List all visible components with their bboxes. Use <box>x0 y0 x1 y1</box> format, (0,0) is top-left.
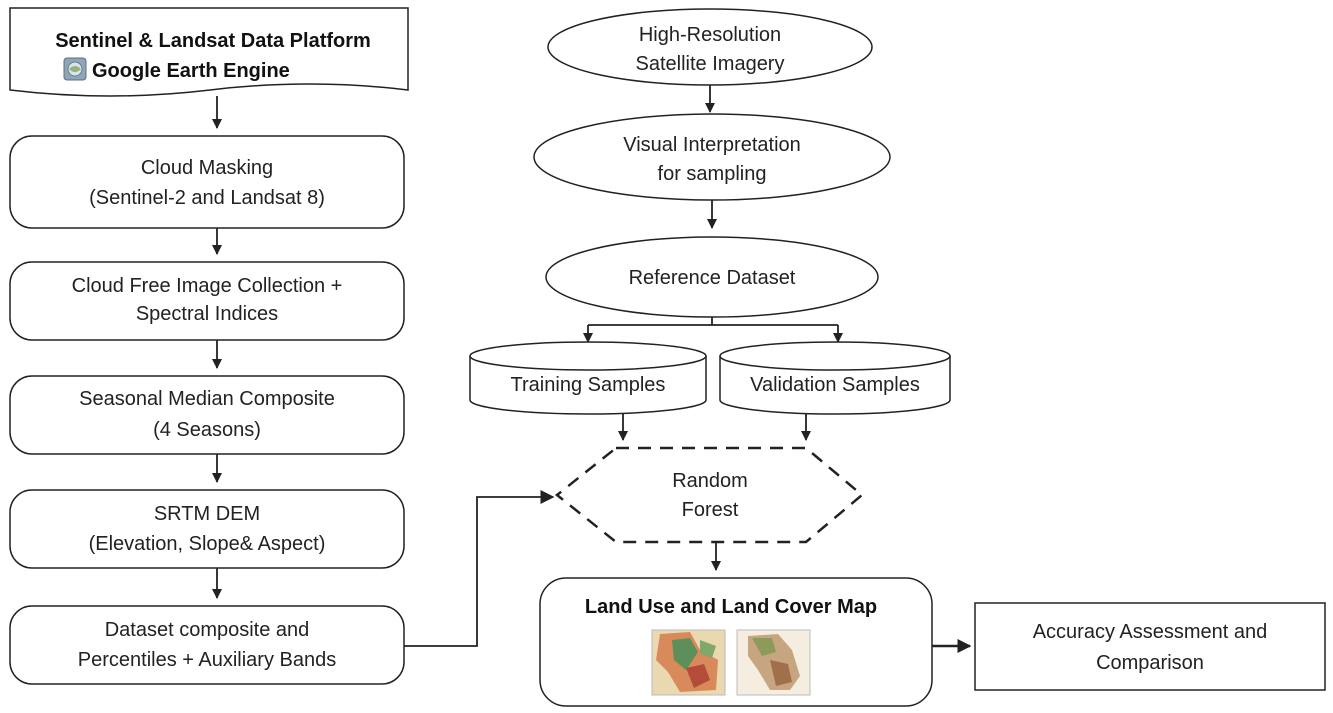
accuracy-line2: Comparison <box>1096 652 1204 674</box>
lulc-map-thumbnail-icon <box>651 629 726 696</box>
platform-subtitle: Google Earth Engine <box>92 60 290 82</box>
accuracy-line1: Accuracy Assessment and <box>1033 621 1268 643</box>
validation-samples-node: Validation Samples <box>719 341 951 415</box>
lulc-title: Land Use and Land Cover Map <box>585 596 877 618</box>
dataset-line2: Percentiles + Auxiliary Bands <box>78 649 336 671</box>
google-earth-engine-icon <box>63 57 87 81</box>
random-forest-node: Random Forest <box>554 446 864 544</box>
cloud-free-line2: Spectral Indices <box>136 303 278 325</box>
seasonal-line2: (4 Seasons) <box>153 419 261 441</box>
seasonal-median-node: Seasonal Median Composite (4 Seasons) <box>9 375 405 455</box>
cloud-masking-line2: (Sentinel-2 and Landsat 8) <box>89 187 325 209</box>
platform-node: Sentinel & Landsat Data Platform Google … <box>9 7 409 97</box>
seasonal-line1: Seasonal Median Composite <box>79 388 335 410</box>
training-samples-node: Training Samples <box>469 341 707 415</box>
visual-interpretation-node: Visual Interpretation for sampling <box>533 113 891 201</box>
rf-line1: Random <box>672 470 748 492</box>
lulc-map-node: Land Use and Land Cover Map <box>539 577 933 707</box>
cloud-masking-node: Cloud Masking (Sentinel-2 and Landsat 8) <box>9 135 405 229</box>
dataset-line1: Dataset composite and <box>105 619 310 641</box>
platform-title: Sentinel & Landsat Data Platform <box>55 30 371 52</box>
lulc-map-thumbnail-icon <box>736 629 811 696</box>
training-label: Training Samples <box>511 374 666 396</box>
accuracy-assessment-node: Accuracy Assessment and Comparison <box>974 602 1326 691</box>
srtm-line1: SRTM DEM <box>154 503 260 525</box>
srtm-line2: (Elevation, Slope& Aspect) <box>89 533 326 555</box>
cloud-free-line1: Cloud Free Image Collection + <box>72 275 343 297</box>
high-res-line1: High-Resolution <box>639 24 781 46</box>
validation-label: Validation Samples <box>750 374 920 396</box>
visual-line2: for sampling <box>658 163 767 185</box>
reference-label: Reference Dataset <box>629 267 796 289</box>
cloud-free-node: Cloud Free Image Collection + Spectral I… <box>9 261 405 341</box>
rf-line2: Forest <box>682 499 739 521</box>
cloud-masking-line1: Cloud Masking <box>141 157 273 179</box>
dataset-to-rf-arrow <box>404 490 555 647</box>
visual-line1: Visual Interpretation <box>623 134 801 156</box>
srtm-dem-node: SRTM DEM (Elevation, Slope& Aspect) <box>9 489 405 569</box>
high-res-imagery-node: High-Resolution Satellite Imagery <box>547 8 873 86</box>
dataset-composite-node: Dataset composite and Percentiles + Auxi… <box>9 605 405 685</box>
reference-dataset-node: Reference Dataset <box>545 236 879 318</box>
high-res-line2: Satellite Imagery <box>636 53 785 75</box>
